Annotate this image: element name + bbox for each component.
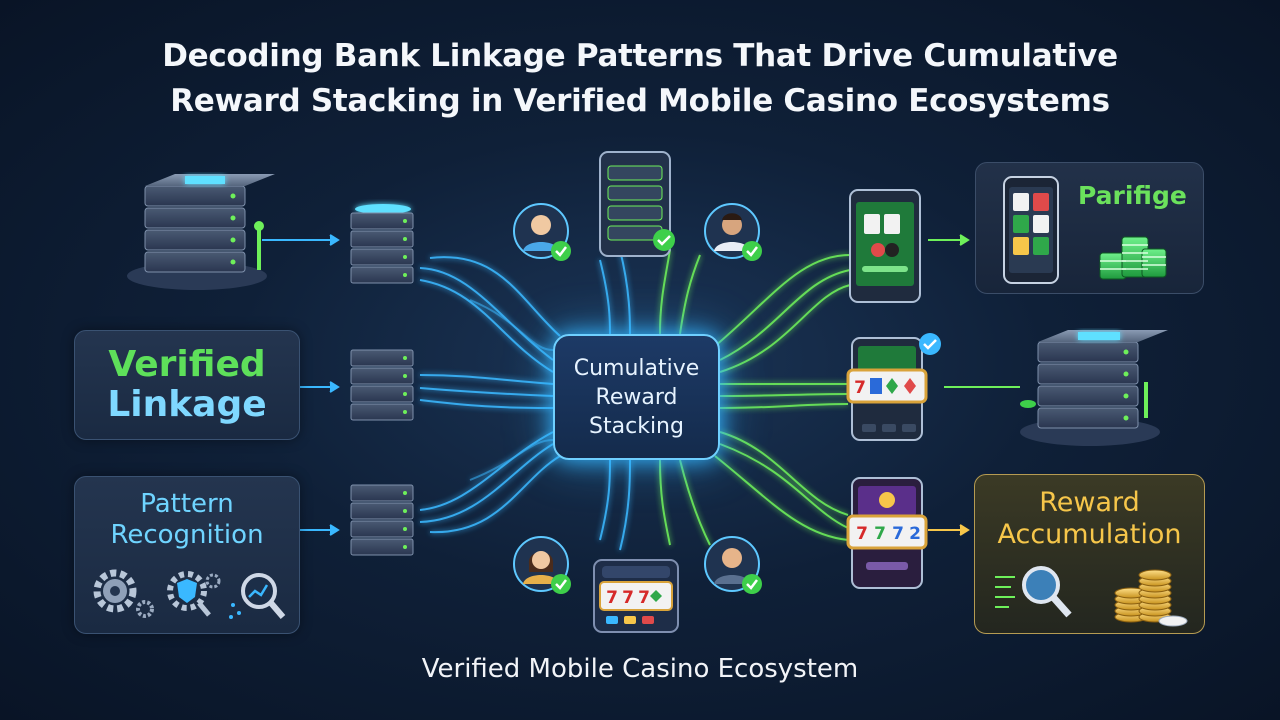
server-icon-small-top (350, 204, 414, 284)
arrows (262, 234, 1020, 536)
verified-label: Verified (108, 344, 266, 385)
reward-label: Reward (1039, 487, 1140, 518)
reel-symbol: 7 (856, 524, 868, 544)
hub-line-2: Reward (595, 385, 678, 410)
shield-icon (167, 571, 211, 617)
reward-accumulation-panel: Reward Accumulation (974, 474, 1205, 634)
magnifier-icon (1022, 566, 1072, 618)
reel-symbol: 7 (622, 588, 634, 608)
reel-symbol: 7 (854, 378, 866, 398)
user-verified-icon (513, 203, 571, 261)
coin-stack-icon (1114, 569, 1188, 627)
title-line-2: Reward Stacking in Verified Mobile Casin… (170, 83, 1110, 119)
reel-symbol: 7 (606, 588, 618, 608)
user-verified-icon (513, 536, 571, 594)
reel-symbol: 2 (909, 524, 921, 544)
gear-icon (136, 600, 154, 618)
verified-linkage-panel: Verified Linkage (74, 330, 300, 440)
hub-cumulative-reward-stacking: Cumulative Reward Stacking (553, 334, 720, 460)
server-icon (127, 174, 275, 290)
reel-symbol: 7 (892, 524, 904, 544)
reward-icons (995, 566, 1188, 627)
server-icon-right (1020, 330, 1168, 446)
parifige-panel: Parifige (975, 162, 1204, 294)
recognition-label: Recognition (110, 520, 264, 550)
reel-symbol: 7 (874, 524, 886, 544)
linkage-label: Linkage (107, 384, 267, 425)
pattern-recognition-panel: Pattern Recognition (74, 476, 300, 634)
gear-icon (205, 573, 221, 589)
left-connection-lines (419, 249, 631, 551)
phone-icon-right-bottom: 7 7 7 2 (846, 477, 928, 589)
chip-stack-icon (1099, 236, 1167, 280)
title-line-1: Decoding Bank Linkage Patterns That Driv… (162, 38, 1118, 74)
slot-machine-icon-bottom: 7 7 7 (593, 559, 679, 633)
user-verified-icon (704, 203, 762, 261)
reel-symbol: 7 (638, 588, 650, 608)
hub-line-3: Stacking (589, 414, 684, 439)
phone-icon-top (599, 151, 675, 257)
user-verified-icon (704, 536, 762, 594)
hub-line-1: Cumulative (573, 356, 700, 381)
magnifier-icon (229, 573, 286, 619)
page-title: Decoding Bank Linkage Patterns That Driv… (0, 34, 1280, 124)
pattern-label: Pattern (140, 489, 234, 519)
server-icon-small-bottom (350, 484, 414, 556)
phone-icon-right-middle: 7 (846, 333, 941, 441)
server-icon-small-middle (350, 349, 414, 421)
accumulation-label: Accumulation (997, 519, 1182, 550)
gear-icon (93, 569, 137, 613)
pattern-icons (93, 569, 286, 619)
parifige-label: Parifige (1078, 181, 1187, 210)
footer-caption: Verified Mobile Casino Ecosystem (421, 654, 859, 684)
data-lines (995, 576, 1015, 608)
right-connection-lines (659, 249, 851, 546)
phone-icon-right-top (849, 189, 921, 303)
phone-icon-parifige (1003, 176, 1059, 284)
